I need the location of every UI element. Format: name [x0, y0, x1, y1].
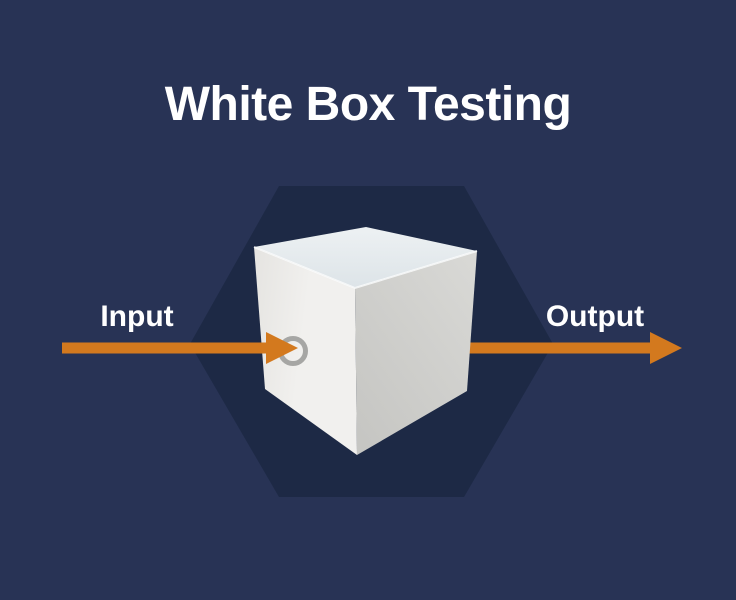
cube-top-face — [254, 227, 477, 288]
cube-edge-highlight — [253, 246, 478, 290]
page-title: White Box Testing — [164, 78, 572, 131]
input-arrow-head — [266, 332, 298, 364]
cube-right-face — [355, 251, 477, 455]
input-label: Input — [100, 300, 174, 333]
input-arrow — [62, 332, 298, 364]
input-arrow-shaft — [62, 342, 270, 354]
output-arrow-head — [650, 332, 682, 364]
output-label: Output — [545, 300, 645, 333]
output-arrow — [450, 332, 682, 364]
output-arrow-shaft — [450, 342, 654, 354]
